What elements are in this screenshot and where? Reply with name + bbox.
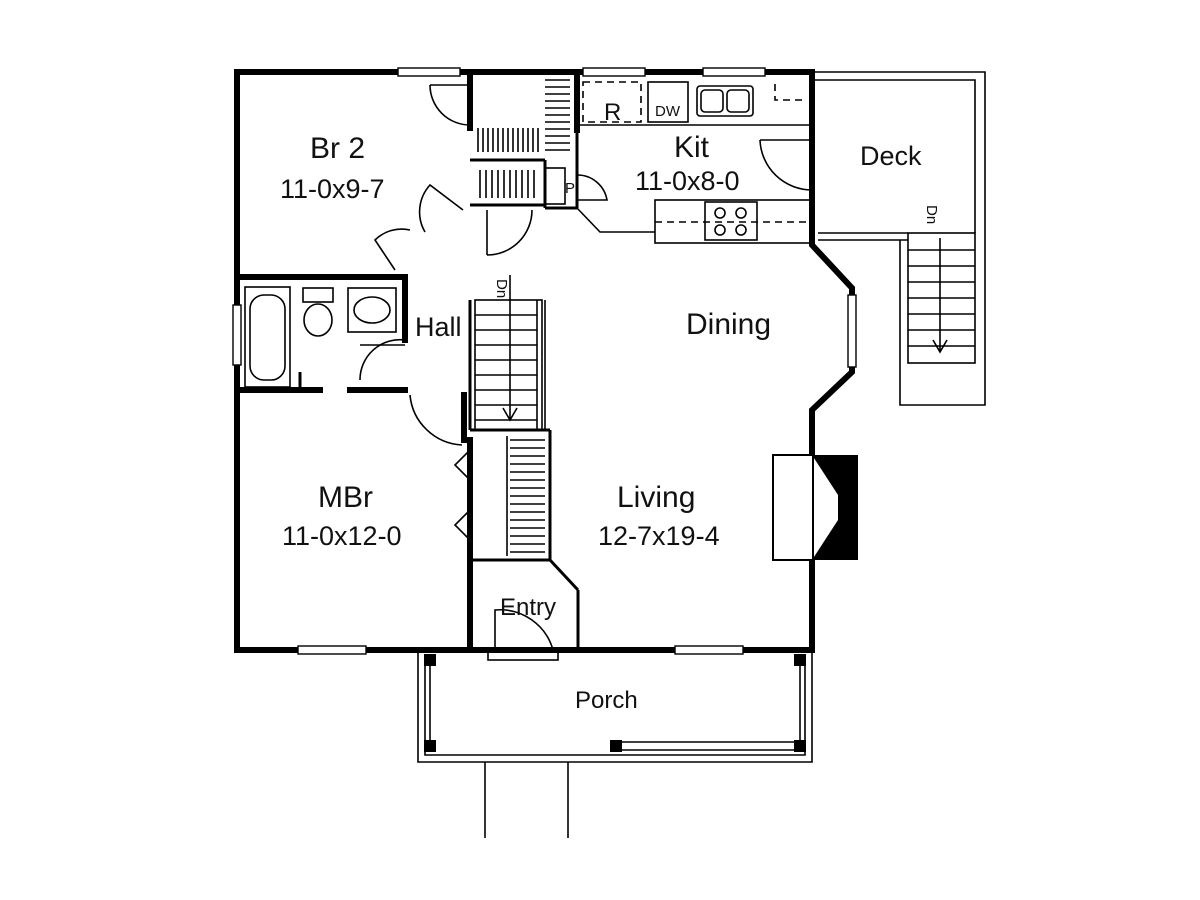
porch	[417, 650, 813, 838]
doors	[359, 84, 813, 661]
dining-name: Dining	[686, 308, 771, 341]
interior-walls	[234, 69, 655, 653]
deck-stairs-label: Dn	[923, 205, 940, 224]
deck	[812, 71, 986, 406]
room-labels: Br 2 11-0x9-7 Kit 11-0x8-0 Deck Hall Din…	[280, 131, 940, 714]
deck-name: Deck	[860, 141, 922, 171]
deck-stairs	[907, 232, 976, 364]
closet-shelving	[477, 79, 570, 556]
hall-name: Hall	[415, 312, 462, 342]
br2-dims: 11-0x9-7	[280, 174, 385, 204]
fireplace	[772, 454, 858, 561]
bath-fixtures	[244, 286, 397, 388]
pantry-label: P	[565, 180, 575, 197]
kit-dims: 11-0x8-0	[635, 166, 740, 196]
kit-name: Kit	[674, 131, 710, 164]
mbr-name: MBr	[318, 481, 373, 514]
living-name: Living	[617, 481, 695, 514]
interior-stairs-label: Dn	[493, 279, 510, 298]
dishwasher-label: DW	[655, 103, 681, 120]
br2-name: Br 2	[310, 132, 365, 165]
porch-name: Porch	[575, 687, 638, 714]
refrigerator-label: R	[604, 99, 621, 126]
living-dims: 12-7x19-4	[598, 521, 720, 551]
kitchen-fixtures: DW R	[577, 81, 812, 244]
windows	[232, 67, 857, 655]
exterior-walls	[234, 69, 855, 653]
mbr-dims: 11-0x12-0	[282, 521, 402, 551]
entry-name: Entry	[500, 594, 556, 621]
interior-stairs	[474, 275, 546, 431]
